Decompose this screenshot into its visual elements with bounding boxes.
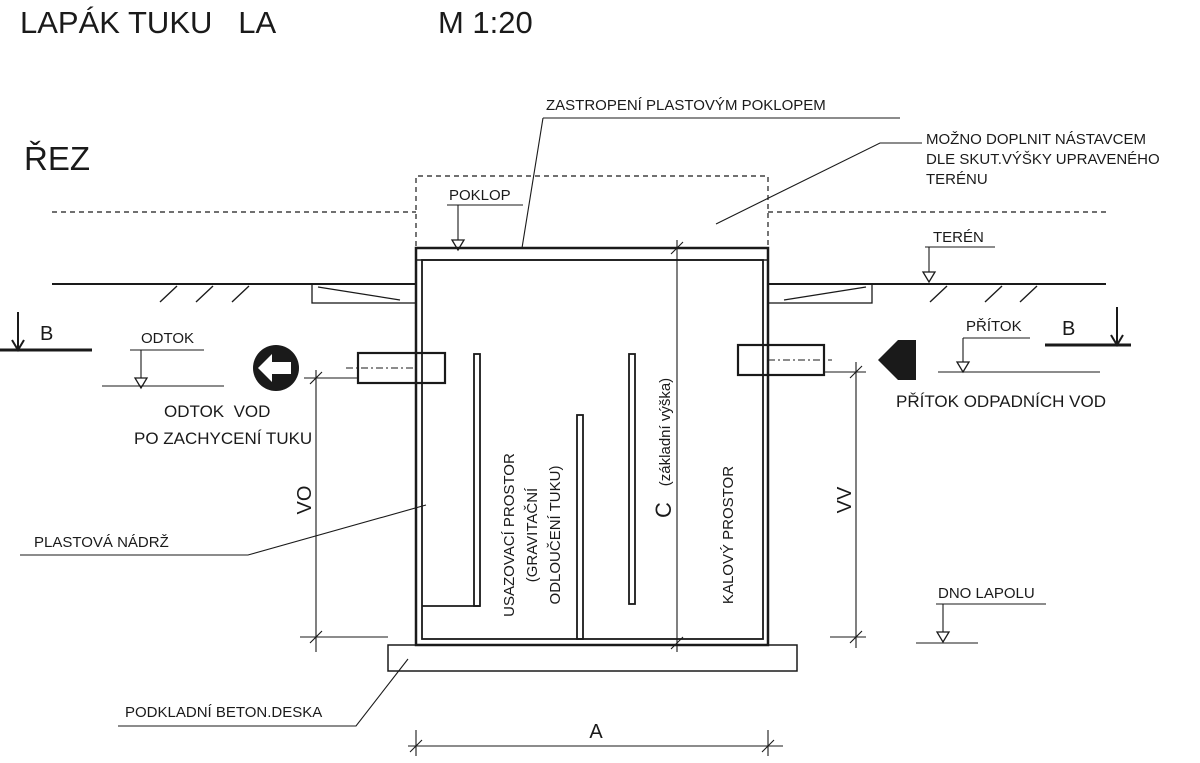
section-mark-right: B — [1045, 307, 1131, 347]
label-outlet-desc-1: ODTOK VOD — [164, 402, 270, 421]
terrain-collar-left — [311, 283, 417, 304]
drawing-scale: M 1:20 — [438, 5, 533, 40]
label-inlet: PŘÍTOK — [966, 318, 1022, 335]
label-cover-slab: ZASTROPENÍ PLASTOVÝM POKLOPEM — [546, 97, 826, 114]
label-concrete-slab: PODKLADNÍ BETON.DESKA — [125, 704, 322, 721]
inlet-flow-arrow-icon — [878, 340, 916, 380]
plastic-tank — [414, 246, 770, 647]
leader-lines — [20, 117, 1100, 727]
dimension-c-note: (základní výška) — [657, 378, 674, 486]
dimension-vv-label: VV — [834, 486, 856, 513]
outlet-pipe — [346, 351, 447, 385]
label-extension-line-3: TERÉNU — [926, 171, 988, 188]
label-settling-1: USAZOVACÍ PROSTOR — [501, 453, 518, 617]
dimension-vo-label: VO — [294, 486, 316, 515]
label-inlet-desc: PŘÍTOK ODPADNÍCH VOD — [896, 392, 1106, 411]
outlet-flow-icon — [253, 345, 299, 391]
section-label: ŘEZ — [24, 140, 90, 177]
drawing-title: LAPÁK TUKU LA — [20, 5, 276, 40]
concrete-base-slab — [387, 644, 798, 672]
inlet-pipe — [736, 343, 832, 377]
section-mark-left-label: B — [40, 323, 53, 345]
section-mark-right-label: B — [1062, 318, 1075, 340]
label-sludge-space: KALOVÝ PROSTOR — [720, 466, 737, 604]
label-outlet-desc-2: PO ZACHYCENÍ TUKU — [134, 429, 312, 448]
dimension-lines — [300, 240, 866, 756]
baffle-middle — [576, 414, 584, 640]
label-terrain: TERÉN — [933, 229, 984, 246]
baffle-inlet — [628, 353, 636, 605]
label-tank-bottom: DNO LAPOLU — [938, 585, 1035, 602]
label-settling-3: ODLOUČENÍ TUKU) — [547, 466, 564, 605]
label-outlet: ODTOK — [141, 330, 194, 347]
label-extension-line-2: DLE SKUT.VÝŠKY UPRAVENÉHO — [926, 151, 1160, 168]
dimension-a-label: A — [589, 721, 603, 743]
label-settling-2: (GRAVITAČNÍ — [524, 487, 541, 582]
dimension-c-label: C — [651, 502, 676, 518]
label-lid: POKLOP — [449, 187, 511, 204]
label-plastic-tank: PLASTOVÁ NÁDRŽ — [34, 534, 169, 551]
label-extension-line-1: MOŽNO DOPLNIT NÁSTAVCEM — [926, 131, 1146, 148]
section-mark-left: B — [0, 312, 92, 352]
terrain-hatch — [159, 285, 1038, 303]
terrain-collar-right — [767, 283, 873, 304]
extension-outline — [52, 175, 1106, 255]
baffle-outlet — [473, 353, 481, 607]
